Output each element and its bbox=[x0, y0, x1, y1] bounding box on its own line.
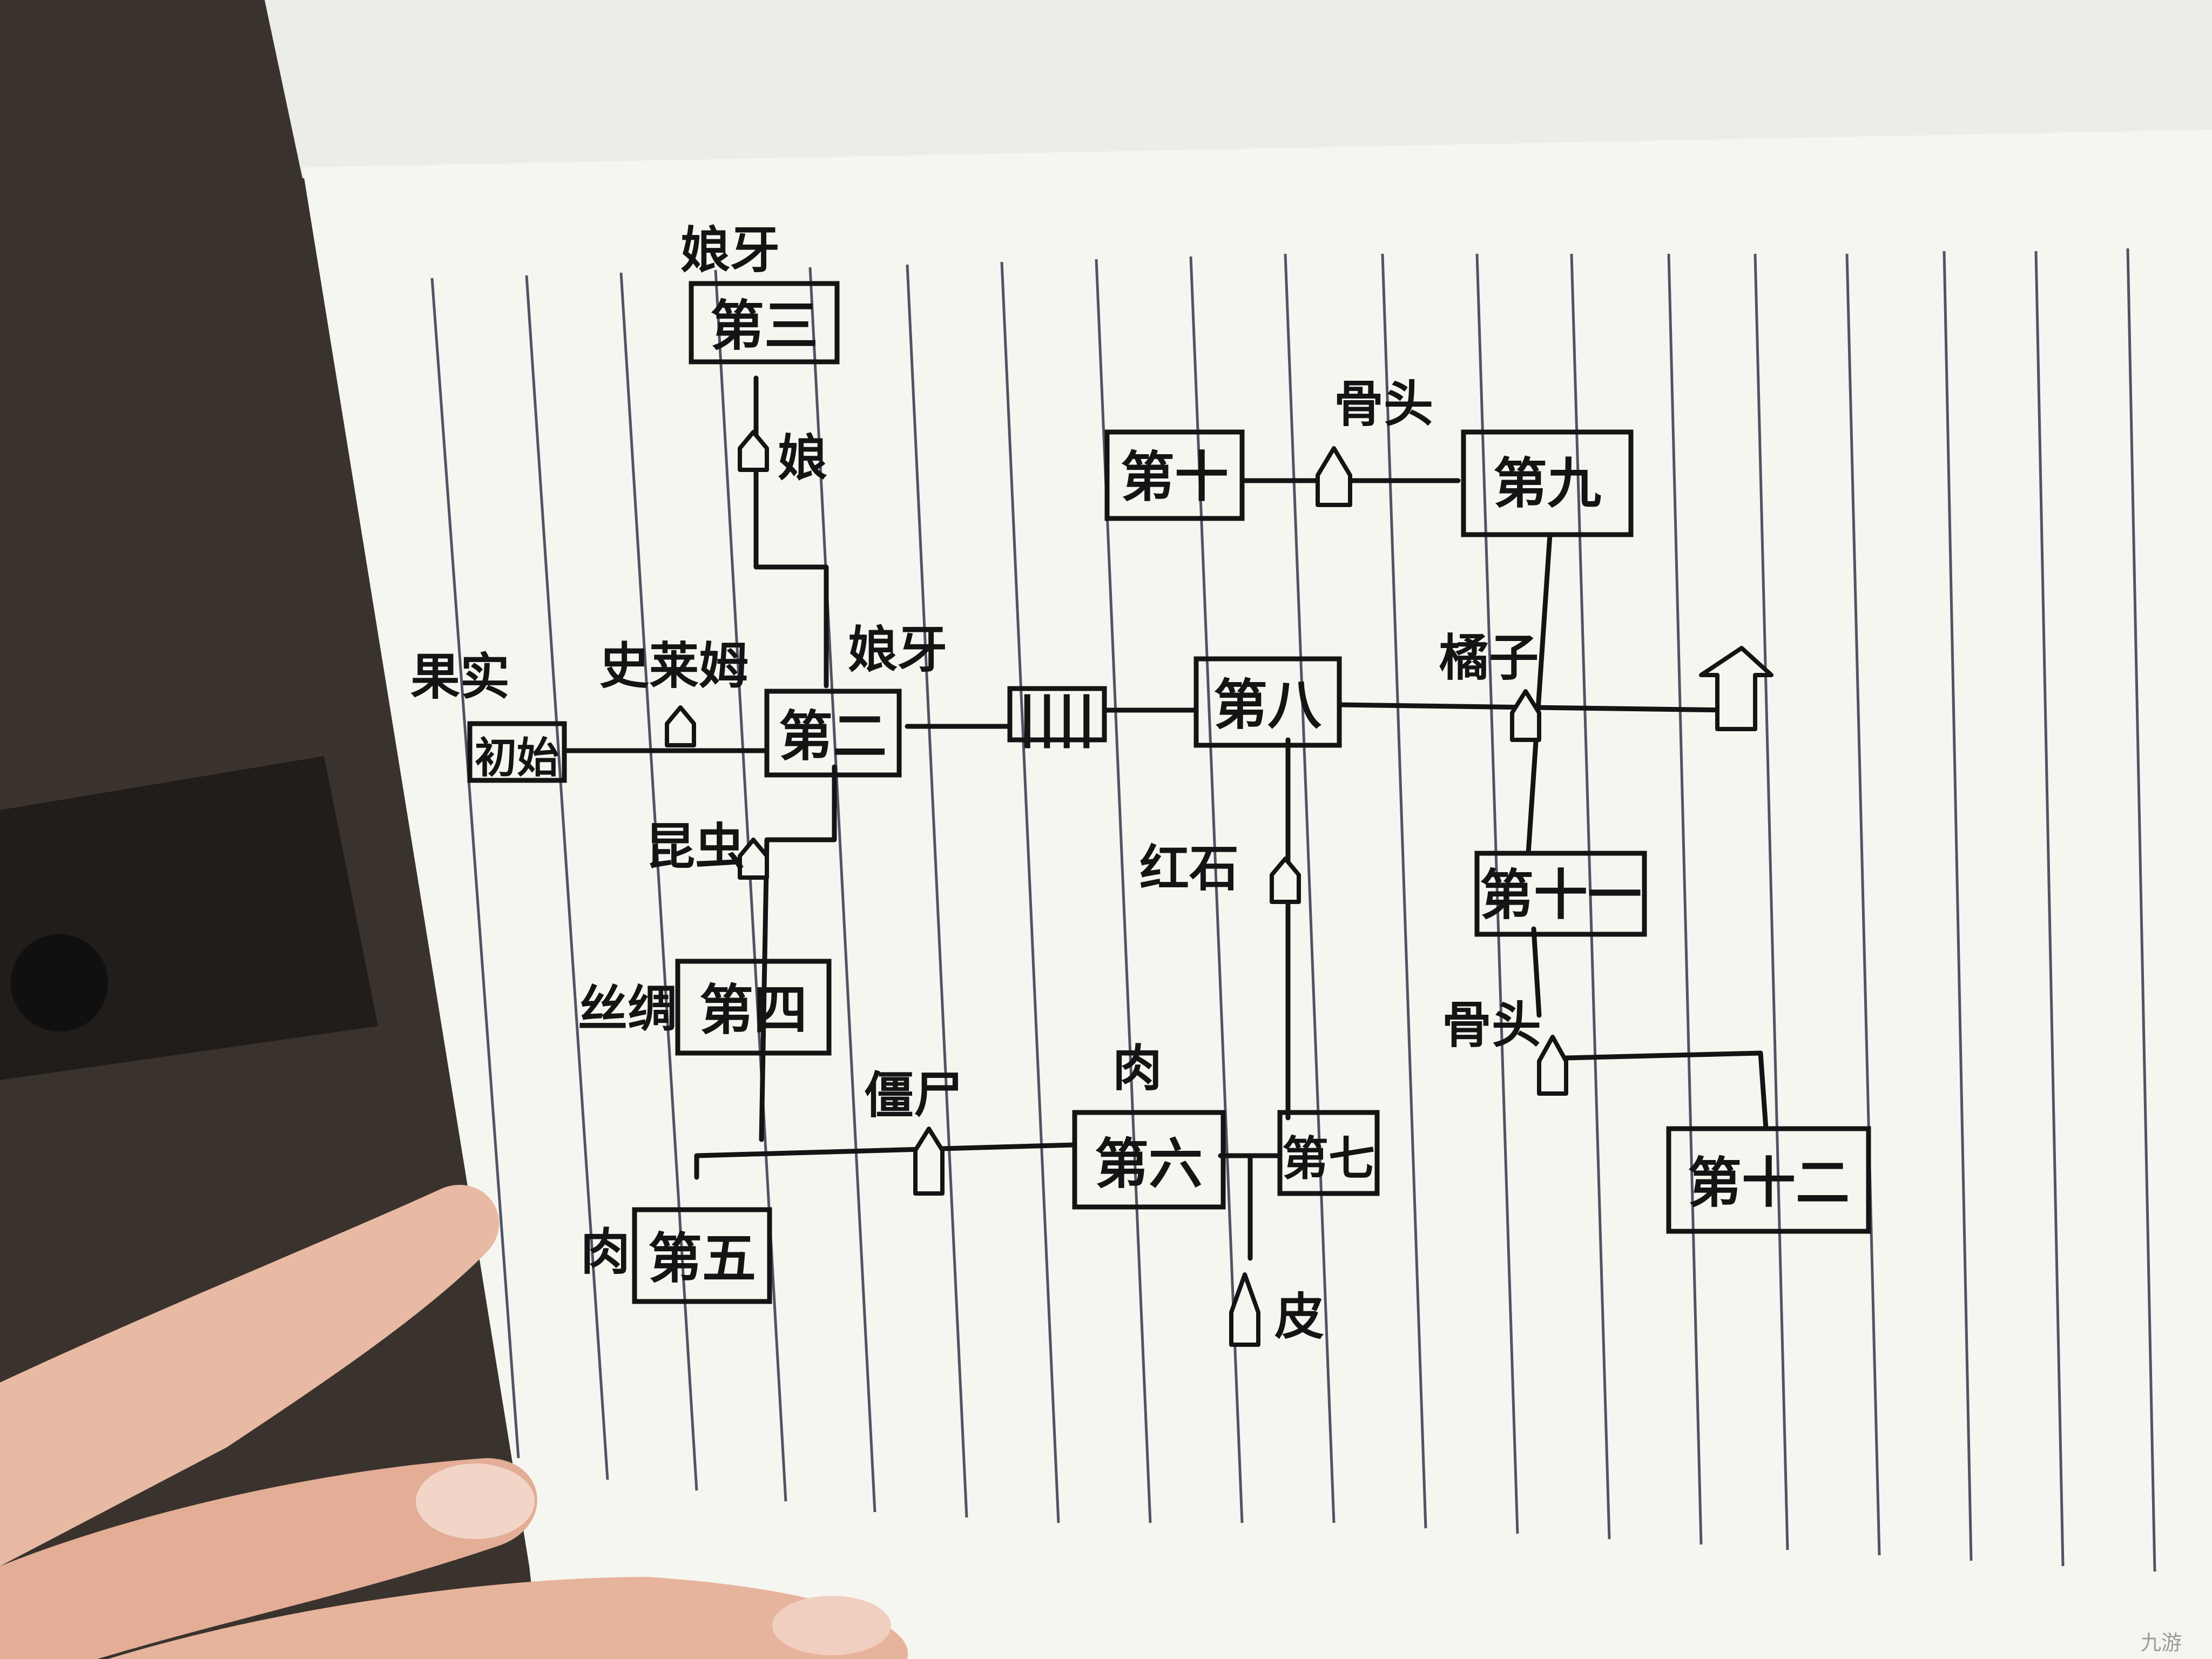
door-marks: |||| bbox=[1007, 685, 1107, 748]
label-guo-shi: 果实 bbox=[410, 648, 510, 706]
label-jiang-shi: 僵尸 bbox=[864, 1067, 963, 1124]
gates bbox=[665, 430, 1773, 1347]
door-marks-text: |||| bbox=[1017, 685, 1096, 748]
notebook-page bbox=[302, 130, 2212, 1659]
watermark: 九游 bbox=[2141, 1631, 2182, 1655]
label-niang: 娘 bbox=[778, 429, 827, 487]
gate-pi bbox=[1229, 1272, 1260, 1347]
svg-text:第三: 第三 bbox=[710, 294, 818, 358]
label-si-chou: 丝绸 bbox=[578, 980, 677, 1038]
gate-jiang-shi bbox=[913, 1127, 945, 1196]
room-d11: 第十一 bbox=[1474, 851, 1647, 937]
gate-hong-shi bbox=[1270, 857, 1301, 904]
label-shi-lai-mu: 史莱姆 bbox=[599, 637, 748, 695]
label-gu-tou-top: 骨头 bbox=[1334, 375, 1433, 433]
label-kun-chong: 昆虫 bbox=[645, 818, 745, 876]
svg-text:第四: 第四 bbox=[699, 979, 807, 1042]
room-d10: 第十 bbox=[1104, 429, 1245, 521]
gate-shi-lai-mu bbox=[665, 705, 696, 747]
connections bbox=[564, 375, 1769, 1261]
label-ju-zi: 橘子 bbox=[1439, 629, 1539, 687]
back-page bbox=[265, 0, 2212, 178]
gate-kun-chong bbox=[738, 838, 769, 880]
label-niang-ya-mid: 娘牙 bbox=[848, 621, 947, 679]
room-d12: 第十二 bbox=[1666, 1126, 1871, 1234]
room-d3: 第三 bbox=[689, 281, 840, 365]
svg-text:第十: 第十 bbox=[1121, 446, 1229, 509]
svg-text:第十二: 第十二 bbox=[1688, 1151, 1850, 1215]
label-rou-mid: 肉 bbox=[1112, 1040, 1162, 1097]
svg-text:初始: 初始 bbox=[475, 734, 559, 783]
label-gu-tou-right: 骨头 bbox=[1442, 996, 1541, 1054]
svg-text:第五: 第五 bbox=[648, 1227, 756, 1290]
svg-text:第十一: 第十一 bbox=[1480, 864, 1642, 927]
label-pi: 皮 bbox=[1274, 1288, 1324, 1346]
svg-text:第八: 第八 bbox=[1213, 673, 1322, 737]
label-hong-shi: 红石 bbox=[1139, 840, 1239, 898]
room-chu-shi: 初始 bbox=[467, 721, 567, 783]
label-rou-left: 肉 bbox=[581, 1223, 630, 1281]
room-d5: 第五 bbox=[632, 1207, 772, 1304]
gate-ju-zi bbox=[1510, 689, 1541, 742]
svg-text:第七: 第七 bbox=[1282, 1132, 1375, 1186]
gate-gu-tou-right bbox=[1537, 1035, 1568, 1096]
room-d4: 第四 bbox=[675, 959, 832, 1056]
svg-text:第九: 第九 bbox=[1493, 452, 1601, 515]
dark-knob bbox=[11, 934, 108, 1031]
room-d6: 第六 bbox=[1072, 1110, 1226, 1210]
room-boxes: 初始 第二 第三 第四 第五 第六 第七 第八 bbox=[467, 281, 1871, 1304]
room-d7: 第七 bbox=[1277, 1110, 1380, 1196]
svg-text:第二: 第二 bbox=[779, 705, 887, 768]
house-icon bbox=[1699, 646, 1773, 731]
dark-object bbox=[0, 756, 378, 1080]
gate-niang bbox=[738, 430, 769, 472]
hand bbox=[0, 1185, 908, 1659]
room-d8: 第八 bbox=[1193, 656, 1342, 748]
room-d9: 第九 bbox=[1461, 429, 1634, 537]
label-niang-ya-top: 娘牙 bbox=[680, 221, 780, 279]
labels: 果实 史莱姆 娘牙 娘 娘牙 昆虫 丝绸 肉 僵尸 肉 皮 红石 骨头 橘子 骨… bbox=[410, 221, 1541, 1346]
room-d2: 第二 bbox=[764, 689, 902, 778]
svg-text:第六: 第六 bbox=[1095, 1132, 1203, 1196]
gate-gu-tou-top bbox=[1316, 446, 1352, 507]
